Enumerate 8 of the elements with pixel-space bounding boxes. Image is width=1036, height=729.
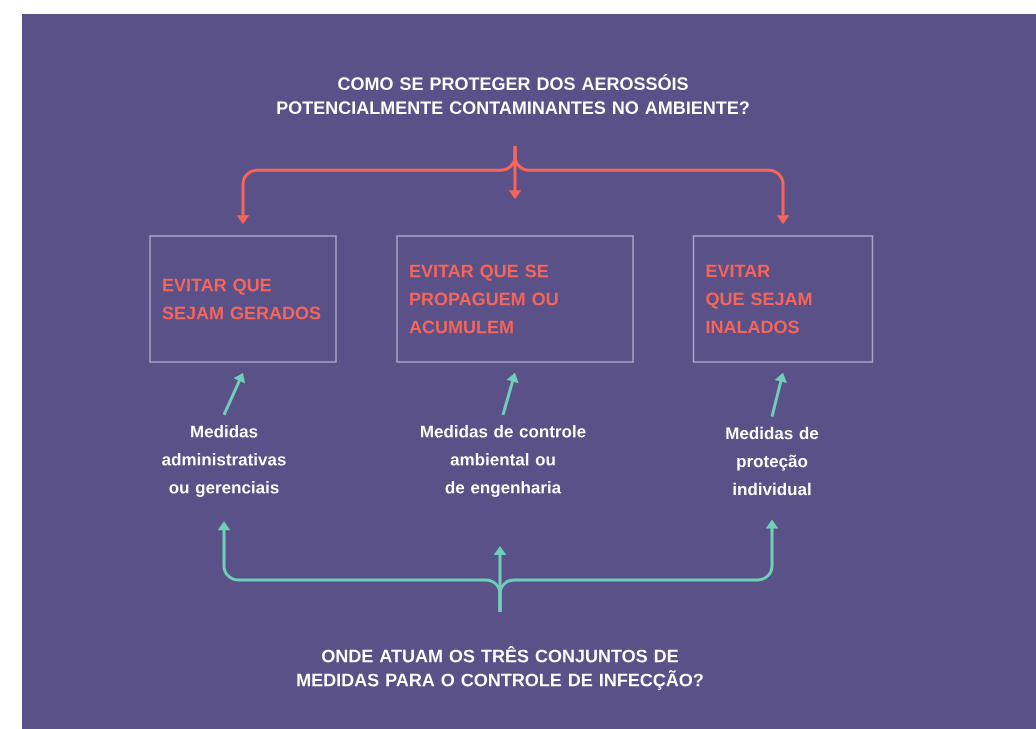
measure-label: Medidas administrativas ou gerenciais <box>162 425 286 497</box>
goal-box: EVITAR QUE SEJAM INALADOS <box>692 235 874 363</box>
question-heading: COMO SE PROTEGER DOS AEROSSÓIS POTENCIALMENTE CONTAMINANTES NO AMBIENTE? <box>277 73 749 115</box>
measure-label: Medidas de controle ambiental ou de engenharia <box>421 425 586 497</box>
measure-label: Medidas de proteção individual <box>726 426 819 496</box>
goal-box: EVITAR QUE SE PROPAGUEM OU ACUMULEM <box>396 235 634 363</box>
goal-box: EVITAR QUE SEJAM GERADOS <box>149 235 337 363</box>
question-heading: ONDE ATUAM OS TRÊS CONJUNTOS DE MEDIDAS PARA O CONTROLE DE INFECÇÃO? <box>297 646 703 690</box>
